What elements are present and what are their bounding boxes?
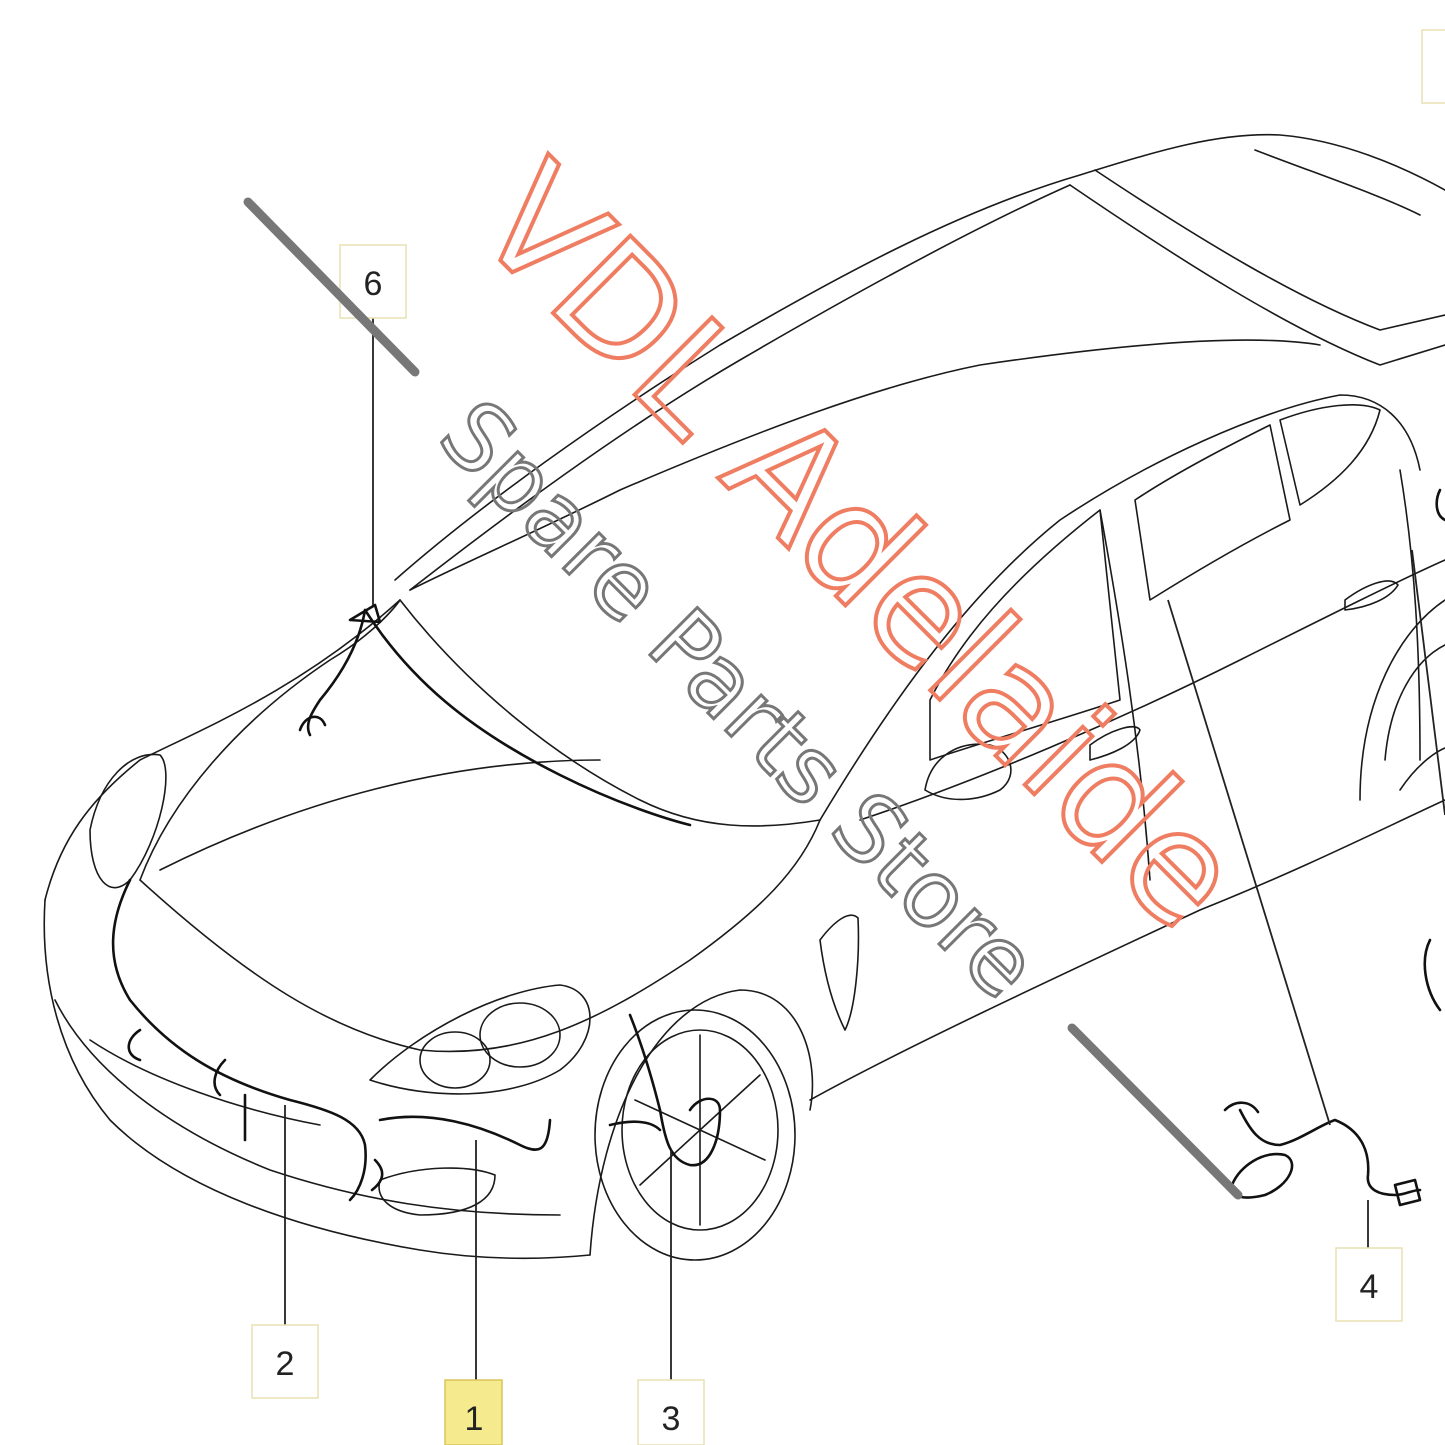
front-nose — [44, 599, 401, 901]
leader-4-long — [1167, 599, 1331, 1126]
rear-spoiler — [1254, 149, 1421, 216]
air-intake-center — [89, 1039, 321, 1126]
callout-1-box — [444, 1379, 503, 1445]
front-door-handle — [1089, 726, 1141, 761]
headlight-right — [369, 984, 591, 1095]
windscreen-top — [409, 339, 1321, 591]
windscreen-bottom — [399, 599, 821, 827]
rear-door-handle — [1344, 580, 1399, 611]
callout-3[interactable]: 3 — [637, 1379, 705, 1445]
front-bumper — [43, 899, 591, 1260]
front-door-line — [1099, 509, 1151, 881]
roof-rail — [409, 184, 1071, 591]
harness-rear-right — [1423, 488, 1445, 1012]
door-shoulder-line — [859, 559, 1445, 821]
callout-3-box — [637, 1379, 705, 1445]
callout-partial-box — [1421, 29, 1445, 104]
callout-2-box — [251, 1324, 319, 1399]
air-intake-right — [378, 1167, 496, 1216]
bonnet-center-line — [159, 759, 601, 871]
front-wheel-tyre — [594, 1009, 796, 1261]
callout-4-box — [1335, 1247, 1403, 1322]
callout-3-label: 3 — [662, 1400, 681, 1438]
harness-wheel-arch — [608, 1013, 722, 1167]
callout-2[interactable]: 2 — [251, 1324, 319, 1399]
front-wheel-rim — [621, 1029, 779, 1231]
harness-rear-loop — [1230, 1152, 1294, 1199]
bumper-lower-lip — [54, 999, 561, 1216]
rear-quarter-window — [1279, 404, 1381, 506]
harness-headlight — [378, 1115, 552, 1151]
rear-door-line — [1399, 469, 1421, 761]
body-side-line — [809, 799, 1445, 1101]
front-wheel-spokes — [634, 1034, 766, 1226]
rear-side-window — [1134, 424, 1291, 601]
harness-bonnet-connector — [298, 603, 382, 732]
harness-bumper — [111, 878, 367, 1202]
watermark-bar-right — [1067, 1023, 1243, 1200]
front-wheel-arch — [589, 989, 814, 1256]
leader-right — [1411, 549, 1445, 816]
callout-1-label: 1 — [465, 1400, 484, 1438]
rear-wheel-arch — [1359, 599, 1445, 801]
headlight-right-lens-1 — [419, 1031, 491, 1089]
callout-4[interactable]: 4 — [1335, 1247, 1403, 1322]
bonnet-crease — [139, 819, 821, 1053]
leader-lines — [284, 318, 1445, 1380]
fender-vent — [819, 914, 860, 1031]
harness-rear-connector — [1223, 1101, 1422, 1207]
headlight-left — [89, 753, 167, 889]
harness-bumper-branches — [127, 1028, 384, 1192]
car-body — [43, 133, 1445, 1261]
callout-partial-top-right — [1421, 29, 1445, 104]
roofline — [394, 133, 1445, 581]
roof-panel-edge — [1094, 169, 1445, 331]
a-pillar — [819, 394, 1421, 821]
callout-4-label: 4 — [1360, 1268, 1379, 1306]
roof-panel — [1069, 184, 1445, 366]
headlight-right-lens-2 — [479, 1002, 561, 1068]
bonnet-front-edge — [139, 599, 401, 881]
wiring-harnesses — [111, 488, 1445, 1207]
callout-1[interactable]: 1 — [444, 1379, 503, 1445]
harness-bonnet — [306, 608, 692, 827]
watermark-bar-left — [243, 197, 420, 377]
rear-wheel-rim — [1384, 644, 1445, 791]
callout-6-label: 6 — [364, 265, 383, 303]
callout-2-label: 2 — [276, 1345, 295, 1383]
